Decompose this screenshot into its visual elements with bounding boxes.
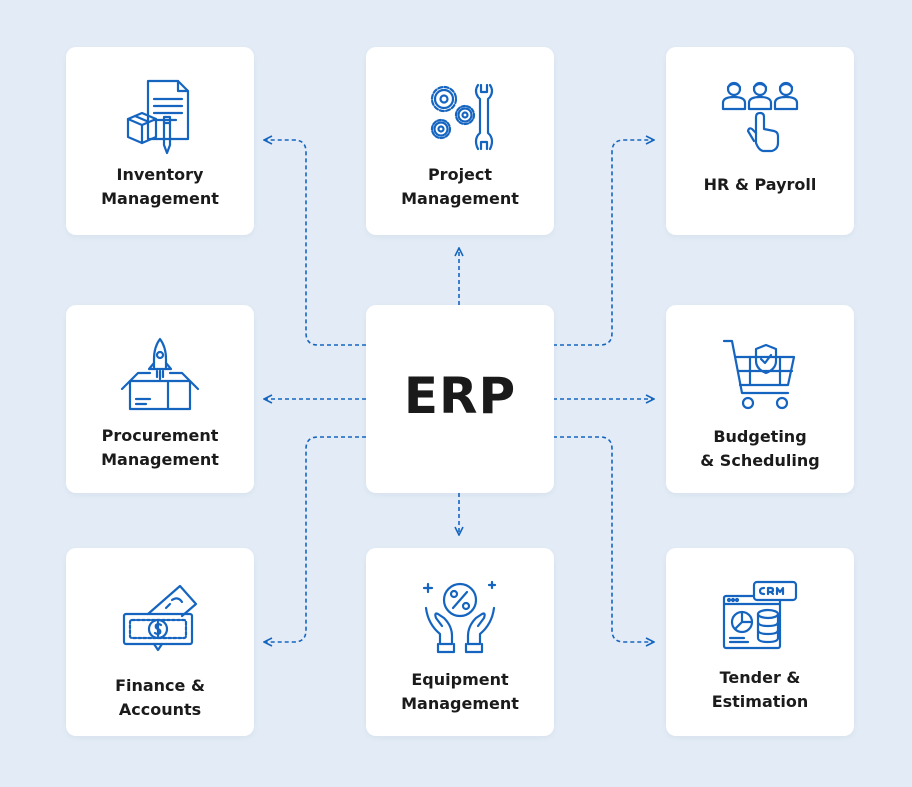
card-finance-accounts: Finance & Accounts	[66, 548, 254, 736]
connector-to-hr	[553, 140, 654, 346]
team-select-icon	[721, 81, 799, 153]
module-label: Procurement Management	[101, 426, 219, 469]
card-inventory-management: Inventory Management	[66, 47, 254, 235]
card-project-management: Project Management	[366, 47, 554, 235]
shopping-cart-shield-icon	[722, 339, 796, 410]
module-label: Project Management	[401, 165, 519, 208]
crm-dashboard-icon	[722, 580, 798, 650]
module-label: HR & Payroll	[703, 175, 817, 194]
module-label: Budgeting & Scheduling	[700, 427, 820, 470]
rocket-box-icon	[120, 337, 200, 411]
money-bills-icon	[122, 584, 198, 652]
module-label: Equipment Management	[401, 670, 519, 713]
card-erp-center: ERP	[366, 305, 554, 493]
connector-to-inventory	[264, 140, 366, 346]
module-label: Finance & Accounts	[115, 676, 205, 719]
inventory-icon	[126, 79, 190, 155]
connector-to-finance	[264, 436, 366, 642]
card-budgeting-scheduling: Budgeting & Scheduling	[666, 305, 854, 493]
erp-title: ERP	[403, 367, 517, 425]
gears-wrench-icon	[430, 83, 494, 151]
module-label: Tender & Estimation	[711, 668, 809, 711]
module-label: Inventory Management	[101, 165, 219, 208]
connector-to-tender	[553, 436, 654, 642]
percent-hands-icon	[422, 580, 497, 654]
card-tender-estimation: Tender & Estimation	[666, 548, 854, 736]
card-hr-payroll: HR & Payroll	[666, 47, 854, 235]
card-equipment-management: Equipment Management	[366, 548, 554, 736]
card-procurement-management: Procurement Management	[66, 305, 254, 493]
